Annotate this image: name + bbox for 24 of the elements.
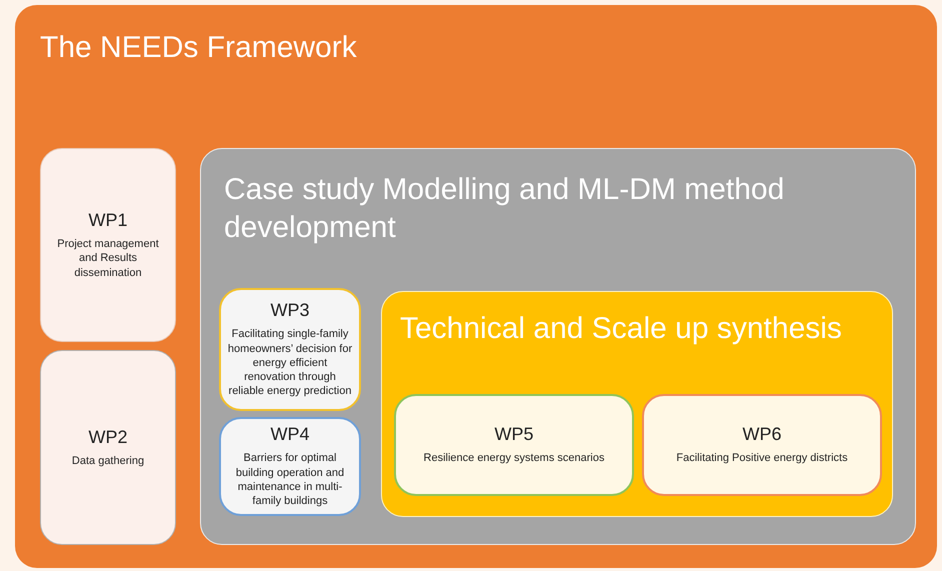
work-package-box: [40, 350, 176, 545]
synthesis-panel: [381, 291, 893, 517]
package-description: Facilitating Positive energy districts: [676, 451, 848, 466]
panel-title: The NEEDs Framework: [40, 30, 357, 66]
package-number: WP2: [88, 426, 128, 448]
panel-title: Case study Modelling and ML-DM method development: [224, 172, 786, 246]
package-description: Project management and Results dissemination: [56, 237, 160, 280]
package-description: Facilitating single-family homeowners’ decision for energy efficient renovation through reliable energy prediction: [227, 327, 353, 399]
work-package-box: [394, 394, 634, 496]
package-number: WP1: [88, 210, 128, 232]
work-package-box: [642, 394, 882, 496]
framework-panel: [15, 5, 937, 568]
package-number: WP4: [270, 424, 310, 446]
work-package-box: [40, 148, 176, 342]
package-description: Resilience energy systems scenarios: [424, 451, 604, 466]
package-number: WP3: [270, 300, 310, 322]
panel-title: Technical and Scale up synthesis: [400, 311, 842, 347]
work-package-box: [219, 417, 361, 516]
package-number: WP6: [742, 424, 782, 446]
package-description: Barriers for optimal building operation and maintenance in multi-family buildings: [234, 451, 346, 509]
package-number: WP5: [494, 424, 534, 446]
work-package-box: [219, 288, 361, 411]
case-study-panel: [200, 148, 916, 545]
package-description: Data gathering: [72, 454, 144, 468]
